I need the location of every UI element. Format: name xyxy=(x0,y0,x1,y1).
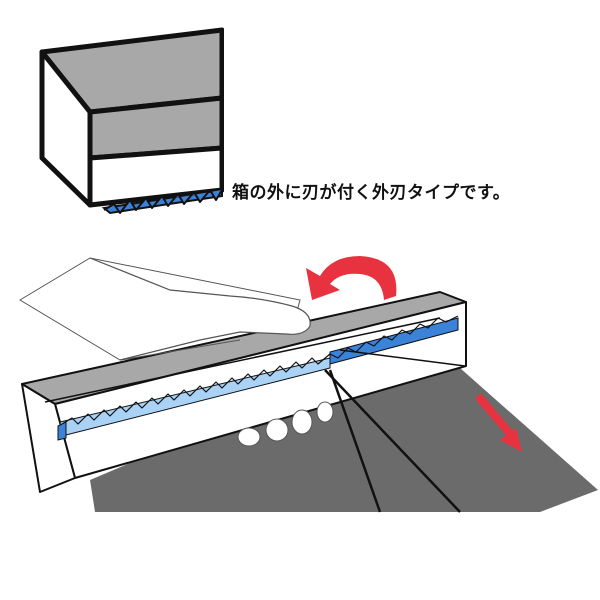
box-end-face xyxy=(21,383,76,493)
wrap-sheet-edge xyxy=(119,339,241,361)
main-scene xyxy=(19,256,598,513)
closeup-mask xyxy=(224,20,264,220)
curved-arrow-icon xyxy=(306,256,397,300)
finger-3 xyxy=(291,409,313,435)
box-lid-line xyxy=(44,317,441,403)
closeup-blade-teeth xyxy=(103,189,223,214)
blade-tip-left xyxy=(57,421,67,441)
cut-line-2 xyxy=(324,369,461,513)
film-top-line xyxy=(339,349,466,367)
finger-1 xyxy=(237,427,261,447)
caption-text: 箱の外に刃が付く外刃タイプです。 xyxy=(232,183,511,203)
blade-teeth xyxy=(61,315,459,425)
finger-2 xyxy=(265,418,289,442)
finger-4 xyxy=(316,401,334,423)
hand-top xyxy=(89,257,311,361)
cut-line-1 xyxy=(328,369,382,513)
down-right-arrow-icon xyxy=(474,393,522,452)
box-closeup xyxy=(39,20,264,220)
wrap-film xyxy=(90,368,598,512)
